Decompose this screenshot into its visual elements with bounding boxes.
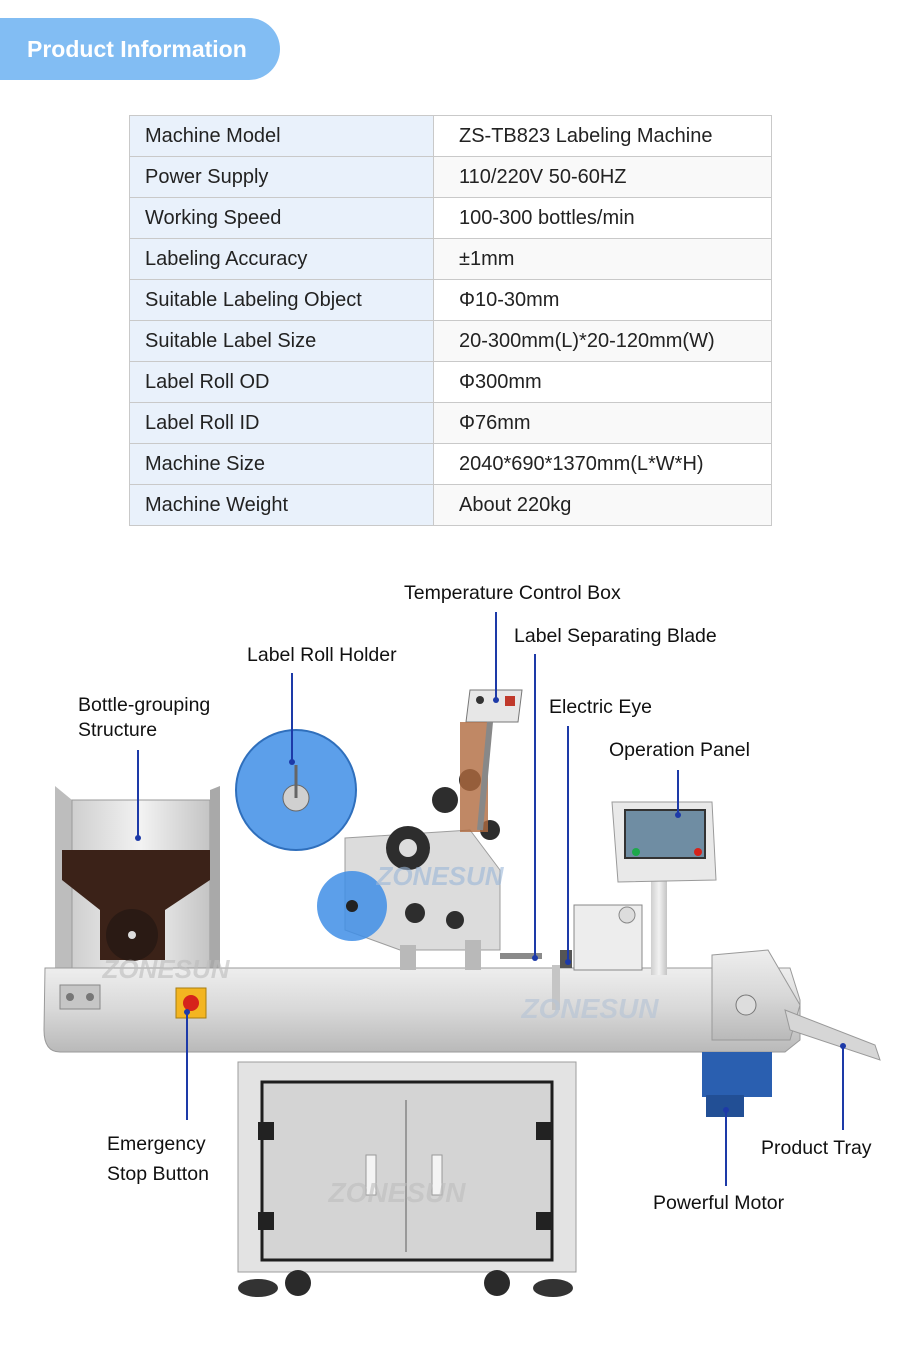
machine-cabinet: [237, 1061, 577, 1297]
label-roll-rewind: [317, 871, 387, 941]
callout-powerful-motor: Powerful Motor: [653, 1192, 785, 1214]
spec-value: Φ76mm: [433, 402, 772, 444]
spec-value: About 220kg: [433, 484, 772, 526]
spec-value: ±1mm: [433, 238, 772, 280]
spec-value: ZS-TB823 Labeling Machine: [433, 115, 772, 157]
spec-key: Suitable Label Size: [129, 320, 434, 362]
spec-key: Machine Weight: [129, 484, 434, 526]
section-title-pill: Product Information: [0, 18, 280, 80]
side-labeler-unit: [573, 904, 643, 971]
spec-value: 100-300 bottles/min: [433, 197, 772, 239]
callout-emergency-stop: Emergency Stop Button: [107, 1133, 209, 1185]
watermark: ZONESUN: [101, 954, 230, 984]
callout-product-tray: Product Tray: [761, 1137, 872, 1159]
spec-value: 2040*690*1370mm(L*W*H): [433, 443, 772, 485]
callout-leaders: [135, 612, 846, 1186]
watermark: ZONESUN: [328, 1177, 467, 1208]
spec-value: 110/220V 50-60HZ: [433, 156, 772, 198]
temperature-control-box: [460, 689, 523, 832]
watermark: ZONESUN: [375, 861, 504, 891]
powerful-motor: [702, 1052, 772, 1117]
spec-key: Machine Size: [129, 443, 434, 485]
spec-key: Labeling Accuracy: [129, 238, 434, 280]
operation-panel: [611, 801, 717, 975]
section-title: Product Information: [27, 35, 247, 62]
labeling-machine-illustration: ZONESUN ZONESUN ZONESUN ZONESUN: [43, 612, 881, 1297]
spec-key: Suitable Labeling Object: [129, 279, 434, 321]
spec-key: Label Roll OD: [129, 361, 434, 403]
callout-electric-eye: Electric Eye: [549, 696, 652, 718]
spec-key: Working Speed: [129, 197, 434, 239]
bottle-grouping-hopper: [55, 786, 220, 970]
spec-value: Φ10-30mm: [433, 279, 772, 321]
callout-operation-panel: Operation Panel: [609, 739, 750, 761]
callout-bottle-grouping: Bottle-grouping Structure: [78, 694, 211, 741]
callout-temperature-control-box: Temperature Control Box: [404, 582, 621, 604]
spec-key: Power Supply: [129, 156, 434, 198]
label-separating-blade: [500, 953, 542, 959]
spec-key: Machine Model: [129, 115, 434, 157]
table-row: Labeling Accuracy±1mm: [129, 238, 772, 280]
callout-label-roll-holder: Label Roll Holder: [247, 644, 397, 666]
watermark: ZONESUN: [521, 993, 660, 1024]
conveyor-table: [43, 967, 801, 1053]
product-tray: [711, 949, 881, 1061]
spec-key: Label Roll ID: [129, 402, 434, 444]
spec-value: Φ300mm: [433, 361, 772, 403]
callout-label-separating-blade: Label Separating Blade: [514, 625, 717, 647]
spec-value: 20-300mm(L)*20-120mm(W): [433, 320, 772, 362]
label-roll-holder: [235, 729, 357, 851]
